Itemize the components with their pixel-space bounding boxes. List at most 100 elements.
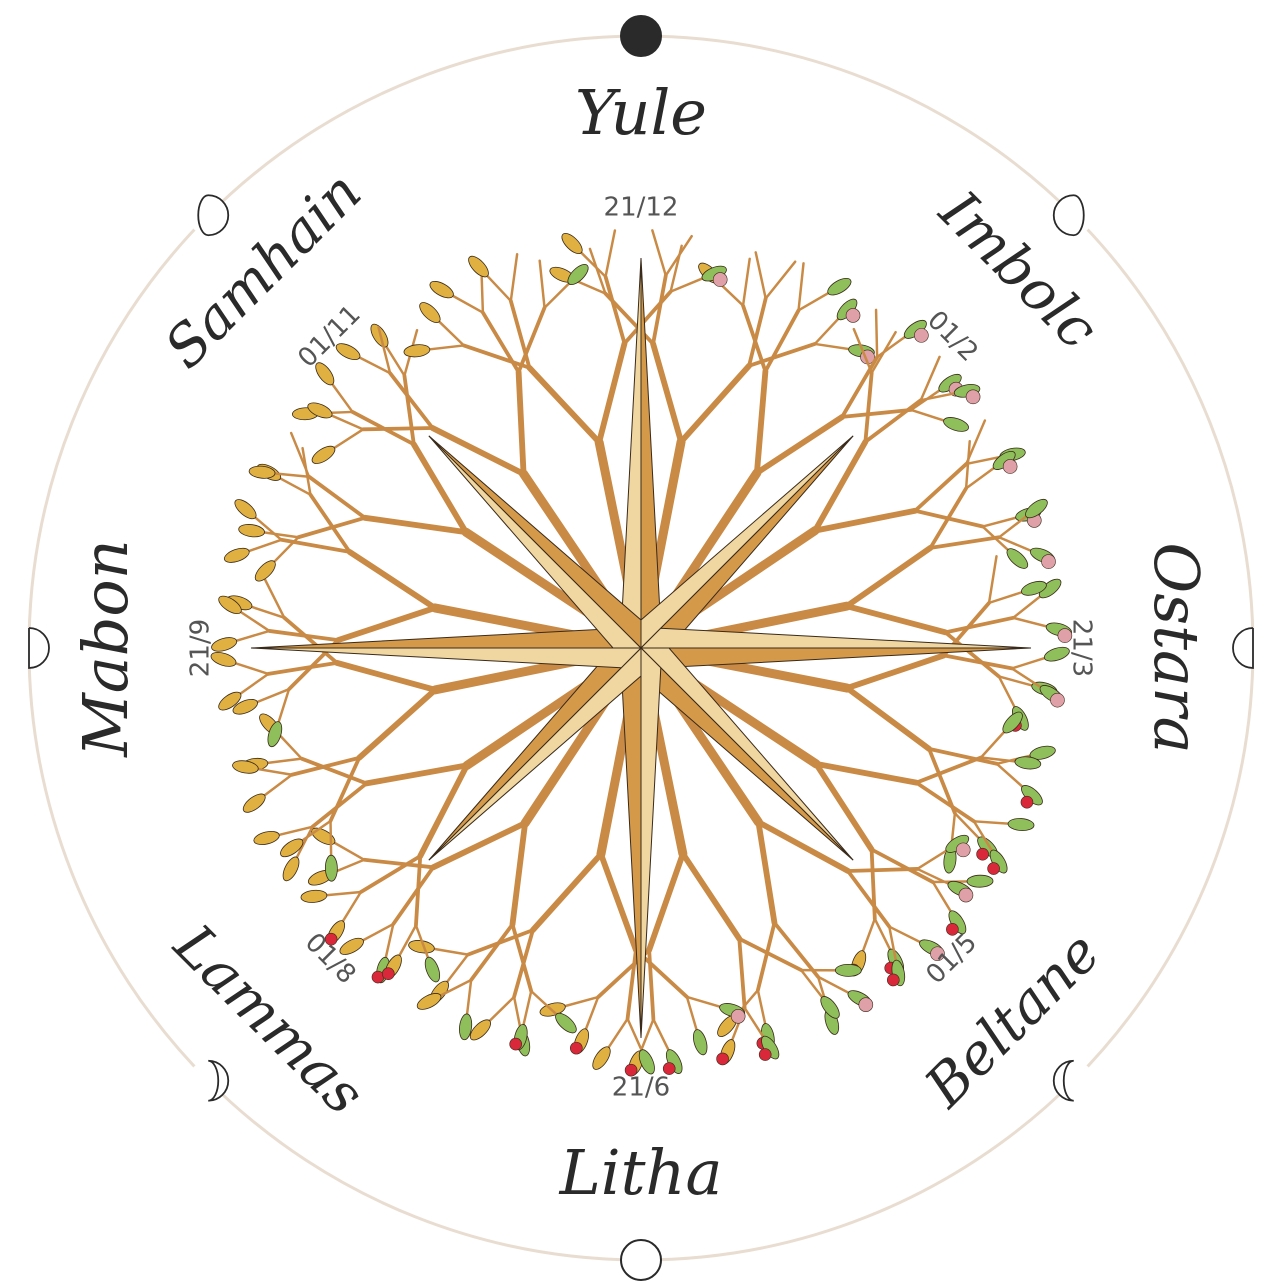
- waning-crescent-icon: [188, 195, 228, 235]
- leaf: [238, 523, 265, 539]
- leaf: [1008, 818, 1035, 832]
- tree-branch: [816, 764, 916, 783]
- waning-gibbous-icon: [188, 1061, 228, 1101]
- leaf: [223, 545, 252, 565]
- leaf: [325, 855, 337, 881]
- tree-branch: [519, 372, 524, 474]
- leaf: [309, 443, 337, 467]
- tree-branch: [338, 608, 435, 640]
- sabbat-date-yule: 21/12: [604, 193, 679, 223]
- tree-branch: [365, 518, 466, 532]
- cherry: [510, 1038, 522, 1050]
- star-point-dark: [641, 648, 1031, 668]
- tree-branch: [291, 433, 309, 477]
- tree-branch: [799, 263, 804, 310]
- tree-branch: [298, 518, 365, 537]
- sabbat-date-imbolc: 01/2: [921, 305, 984, 368]
- star-point-light: [251, 648, 641, 668]
- tree-branch: [930, 537, 999, 548]
- tree-branch: [756, 252, 766, 298]
- tree-branch: [766, 262, 796, 299]
- tree-branch: [876, 310, 877, 357]
- tree-branch: [540, 261, 545, 308]
- last-quarter-icon: [9, 628, 49, 668]
- tree-branch: [414, 444, 466, 532]
- sabbat-date-mabon: 21/9: [186, 619, 216, 677]
- waxing-gibbous-icon: [1054, 1061, 1094, 1101]
- tree-branch: [309, 477, 365, 518]
- tree-branch: [337, 663, 435, 690]
- sabbat-date-ostara: 21/3: [1067, 619, 1097, 677]
- tree-branch: [533, 854, 601, 930]
- cherry: [887, 974, 899, 986]
- blossom: [1042, 555, 1056, 569]
- sabbat-name-mabon: Mabon: [69, 539, 142, 757]
- tree-branch: [367, 765, 467, 783]
- cherry: [1021, 796, 1033, 808]
- leaf: [552, 1010, 579, 1036]
- star-point-light: [621, 258, 641, 648]
- tree-branch: [606, 230, 615, 276]
- tree-branch: [816, 764, 871, 850]
- leaf: [589, 1044, 613, 1072]
- leaf: [232, 496, 260, 522]
- tree-branch: [512, 823, 525, 924]
- tree-branch: [671, 246, 682, 292]
- tree-branch: [872, 332, 896, 373]
- leaf: [825, 275, 854, 298]
- tree-branch: [989, 556, 996, 603]
- tree-branch: [758, 822, 848, 871]
- tree-branch: [757, 417, 842, 473]
- leaf: [559, 230, 586, 257]
- cherry: [717, 1053, 729, 1065]
- tree-branch: [350, 552, 435, 608]
- leaf: [427, 278, 456, 301]
- tree-branch: [743, 259, 750, 306]
- leaf: [416, 299, 443, 326]
- leaf: [300, 889, 327, 903]
- tree-branch: [930, 488, 966, 548]
- tree-branch: [653, 344, 681, 442]
- sabbat-date-samhain: 01/11: [292, 299, 366, 373]
- tree-branch: [865, 400, 920, 442]
- leaf: [967, 875, 993, 887]
- leaf: [280, 855, 302, 884]
- tree-branch: [847, 688, 929, 749]
- tree-branch: [404, 376, 413, 445]
- cherry: [759, 1049, 771, 1061]
- blossom: [859, 998, 873, 1012]
- blossom: [959, 888, 973, 902]
- sabbat-date-lammas: 01/8: [299, 928, 362, 991]
- tree-branch: [649, 854, 683, 950]
- leaf: [465, 253, 492, 280]
- tree-branch: [511, 301, 530, 368]
- sabbat-name-litha: Litha: [559, 1136, 723, 1209]
- tree-branch: [847, 548, 931, 606]
- tree-branch: [739, 939, 744, 1008]
- tree-branch: [511, 254, 517, 301]
- leaf: [691, 1028, 710, 1056]
- leaf: [253, 829, 281, 847]
- first-quarter-icon: [1233, 628, 1273, 668]
- tree-branch: [945, 618, 1013, 633]
- tree-branch: [681, 366, 749, 442]
- blossom: [1050, 693, 1064, 707]
- leaf: [403, 343, 430, 358]
- tree-branch: [758, 822, 774, 923]
- tree-branch: [628, 950, 636, 1019]
- cherry: [977, 848, 989, 860]
- tree-branch: [529, 368, 599, 442]
- tree-branch: [757, 371, 766, 473]
- tree-branch: [364, 860, 433, 868]
- leaf: [835, 964, 861, 976]
- tree-branch: [393, 867, 433, 924]
- tree-branch: [464, 345, 530, 367]
- tree-branch: [865, 373, 871, 442]
- cherry: [988, 863, 1000, 875]
- tree-branch: [599, 343, 624, 442]
- sabbat-name-yule: Yule: [575, 76, 707, 149]
- tree-branch: [652, 230, 665, 275]
- tree-branch: [815, 511, 915, 531]
- leaf: [240, 791, 268, 816]
